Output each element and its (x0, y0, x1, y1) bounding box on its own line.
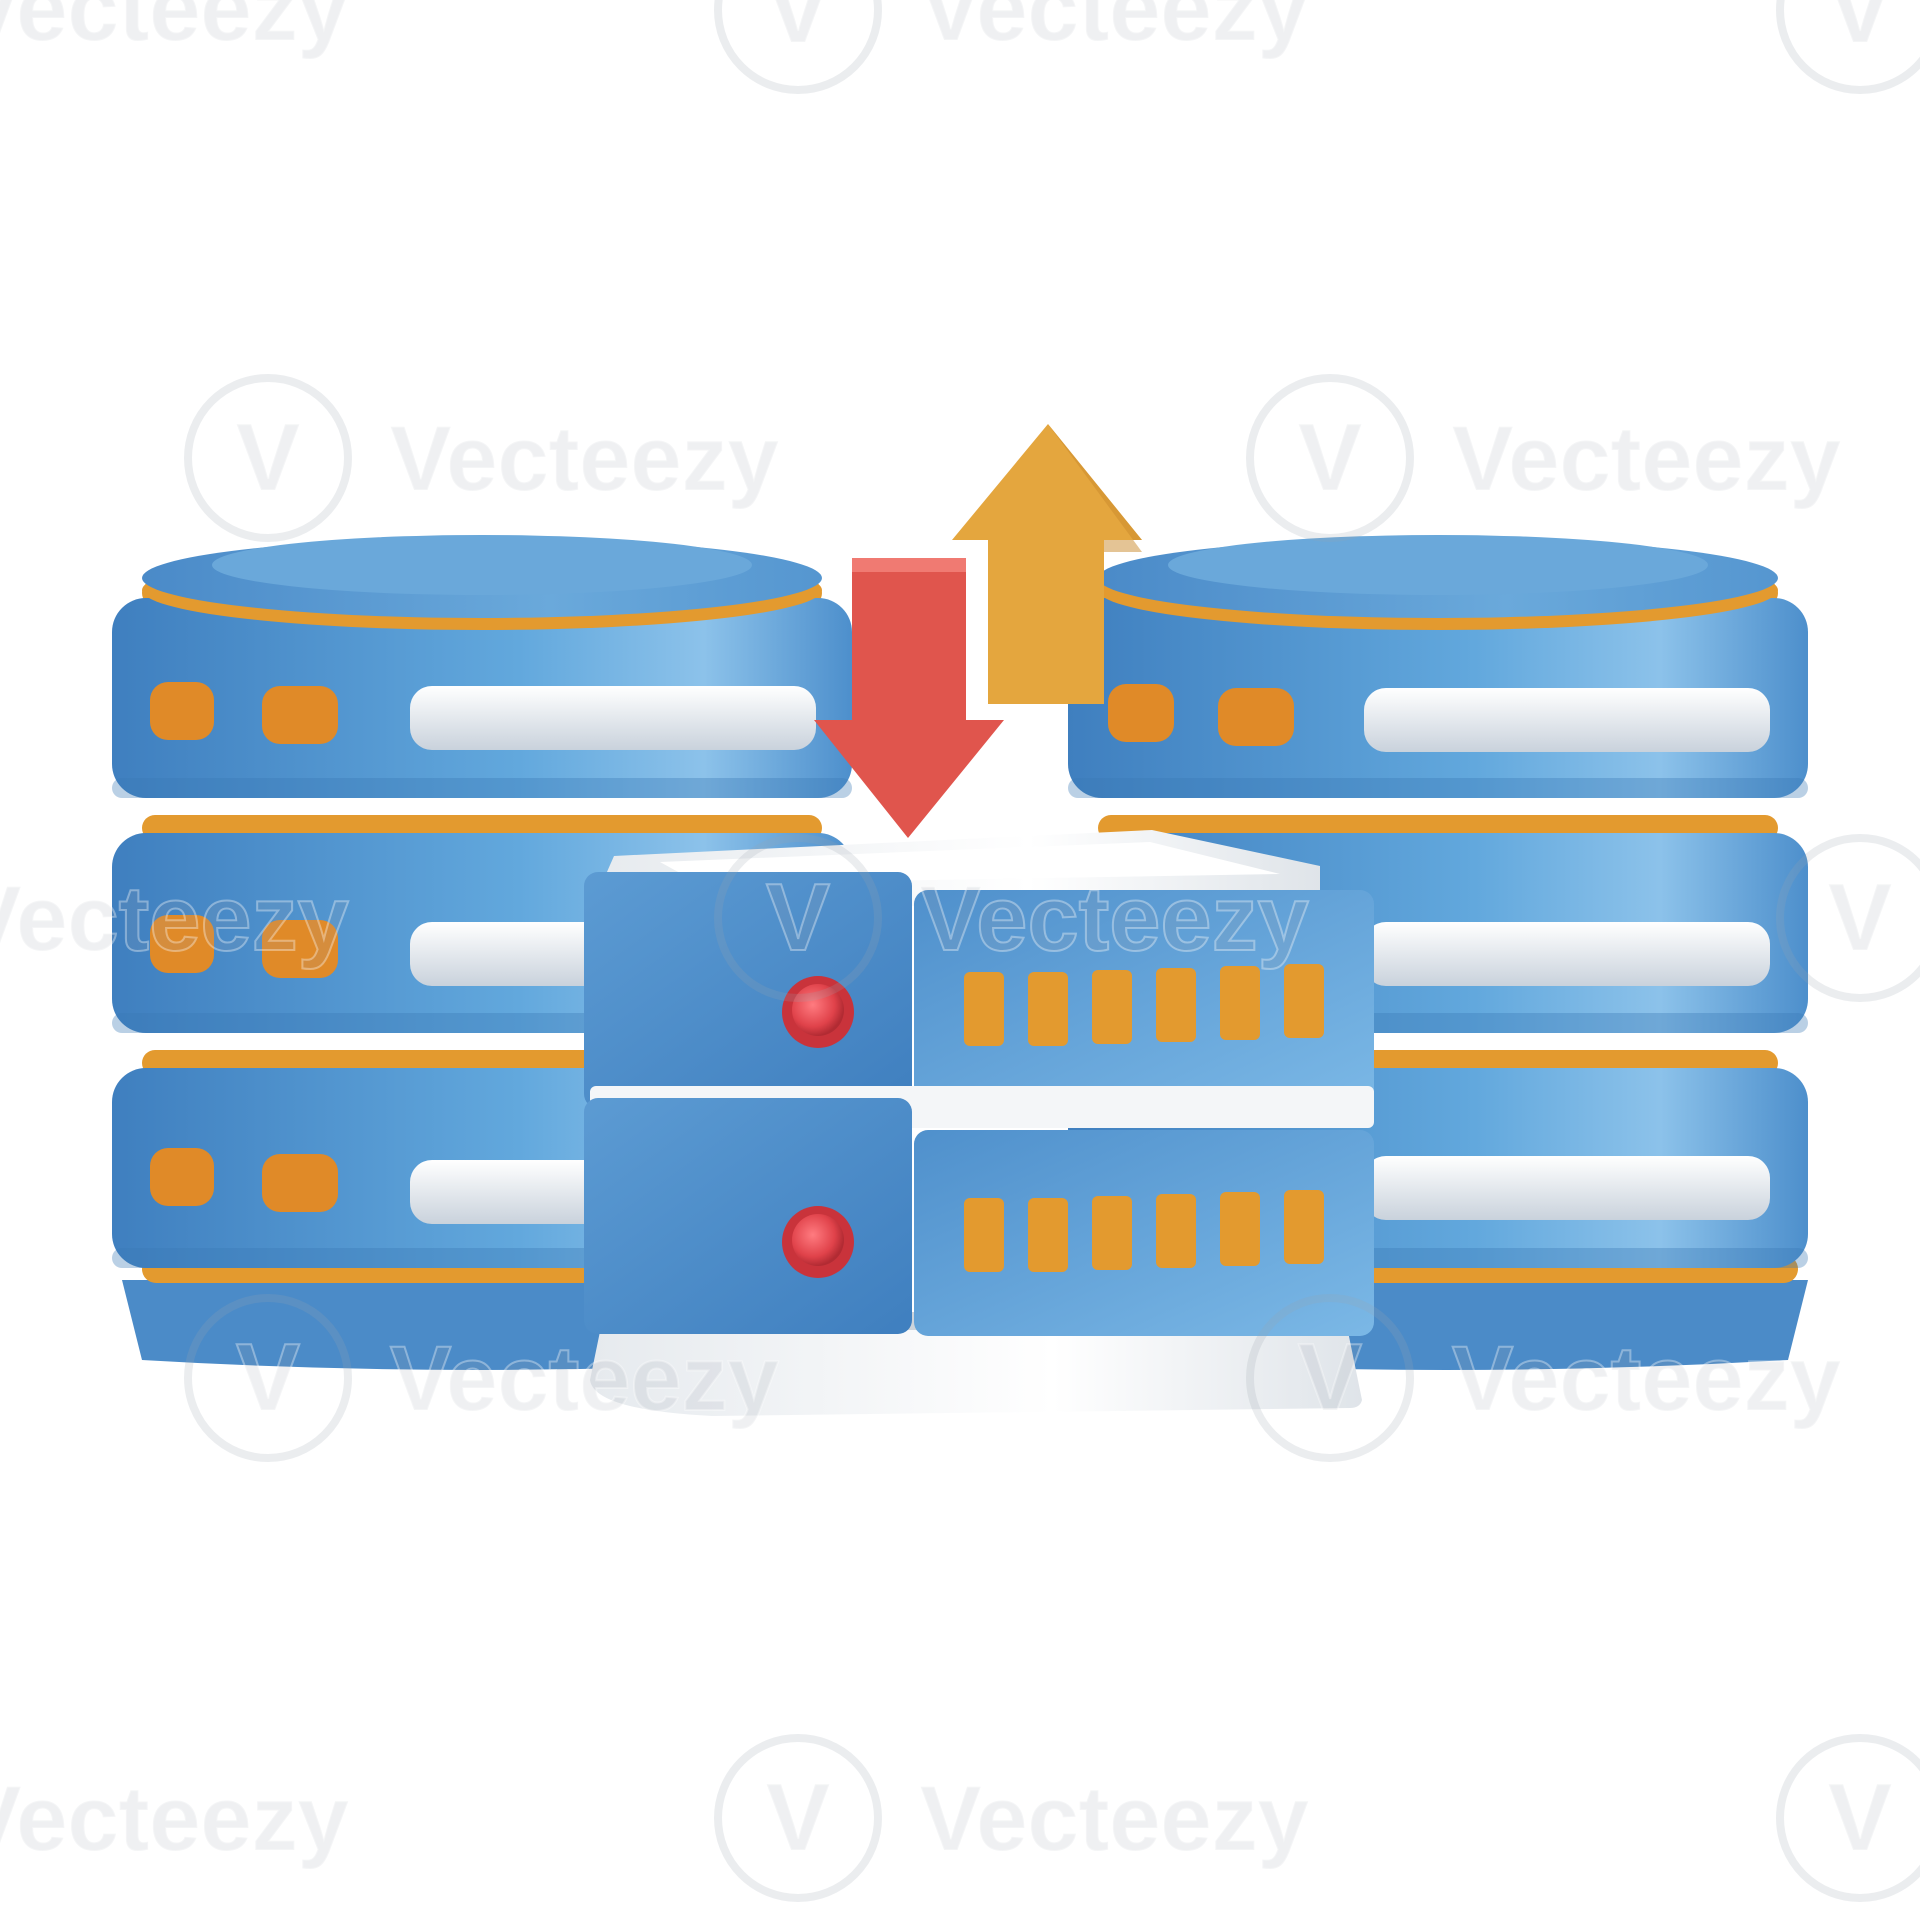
watermark-mark: V (1298, 404, 1362, 511)
watermark-logo-icon: V (1776, 1734, 1920, 1902)
drive-bay-row-lower (964, 1190, 1324, 1272)
watermark-mark: V (236, 1324, 300, 1431)
disk-slot-top (410, 686, 816, 750)
watermark-text: Vecteezy (390, 1328, 779, 1430)
disk-led-mid-1 (150, 915, 214, 973)
watermark-logo-icon: V (1246, 1294, 1414, 1462)
power-button-icon (782, 1206, 854, 1278)
watermark-mark: V (236, 404, 300, 511)
watermark-text: Vecteezy (1452, 408, 1841, 510)
watermark-logo-icon: V (1246, 374, 1414, 542)
disk-slot-bot (1364, 1156, 1770, 1220)
disk-led-top-1 (150, 682, 214, 740)
server-rack-icon (584, 830, 1374, 1416)
watermark-logo-icon: V (714, 834, 882, 1002)
watermark-logo-icon: V (1776, 0, 1920, 94)
watermark-text: Vecteezy (1452, 1328, 1841, 1430)
watermark-mark: V (766, 0, 830, 63)
watermark-mark: V (1298, 1324, 1362, 1431)
disk-slot-mid (1364, 922, 1770, 986)
disk-led-top-2 (1218, 688, 1294, 746)
watermark-text: Vecteezy (0, 868, 349, 970)
disk-slot-top (1364, 688, 1770, 752)
watermark-logo-icon: V (184, 1294, 352, 1462)
watermark-mark: V (1828, 0, 1892, 63)
watermark-text: Vecteezy (920, 868, 1309, 970)
watermark-mark: V (766, 864, 830, 971)
drive-bay-row-upper (964, 964, 1324, 1046)
disk-led-top-2 (262, 686, 338, 744)
disk-led-top-1 (1108, 684, 1174, 742)
disk-led-bot-1 (150, 1148, 214, 1206)
watermark-mark: V (1828, 1764, 1892, 1871)
upload-arrow-icon (952, 424, 1142, 704)
watermark-text: Vecteezy (920, 0, 1309, 60)
watermark-logo-icon: V (184, 374, 352, 542)
watermark-logo-icon: V (1776, 834, 1920, 1002)
disk-led-mid-2 (262, 920, 338, 978)
watermark-text: Vecteezy (0, 1768, 349, 1870)
watermark-logo-icon: V (714, 1734, 882, 1902)
watermark-logo-icon: V (714, 0, 882, 94)
watermark-mark: V (766, 1764, 830, 1871)
download-arrow-icon (814, 558, 1004, 838)
disk-led-bot-2 (262, 1154, 338, 1212)
watermark-mark: V (1828, 864, 1892, 971)
watermark-text: Vecteezy (920, 1768, 1309, 1870)
watermark-text: Vecteezy (390, 408, 779, 510)
power-button-icon (782, 976, 854, 1048)
watermark-text: Vecteezy (0, 0, 349, 60)
